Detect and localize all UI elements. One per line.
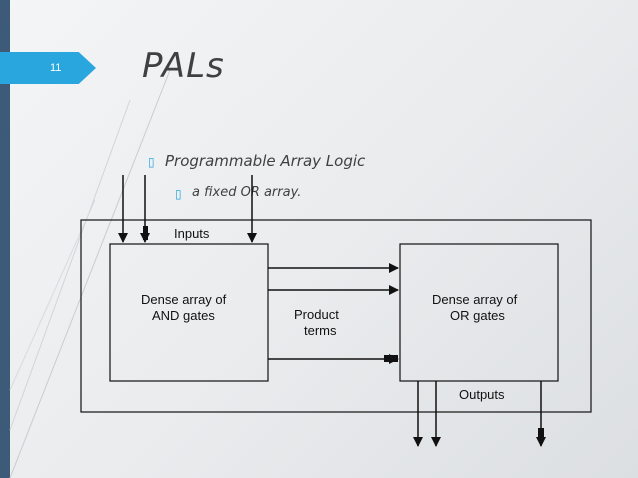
outputs-label: Outputs — [459, 387, 505, 402]
or-block-label-line1: Dense array of — [432, 292, 518, 307]
slide-number: 11 — [50, 62, 62, 74]
or-array-block — [399, 243, 559, 382]
product-terms-label-line1: Product — [294, 307, 339, 322]
and-block-label-line1: Dense array of — [141, 292, 227, 307]
bullet-icon: ▯ — [175, 187, 182, 201]
slide-number-tab — [0, 52, 96, 84]
left-accent-bar — [0, 0, 10, 478]
product-ellipsis-mark — [384, 355, 398, 362]
bullet-1: Programmable Array Logic — [165, 152, 366, 170]
input-ellipsis-mark — [143, 226, 148, 240]
outer-frame — [80, 219, 592, 413]
and-block-label-line2: AND gates — [152, 308, 215, 323]
inputs-label: Inputs — [174, 226, 210, 241]
product-terms-label-line2: terms — [304, 323, 337, 338]
and-array-block — [109, 243, 269, 382]
bullet-icon: ▯ — [148, 155, 155, 169]
or-block-label-line2: OR gates — [450, 308, 505, 323]
output-ellipsis-mark — [538, 428, 544, 440]
slide-title: PALs — [142, 46, 225, 86]
bullet-2: a fixed OR array. — [192, 185, 302, 200]
